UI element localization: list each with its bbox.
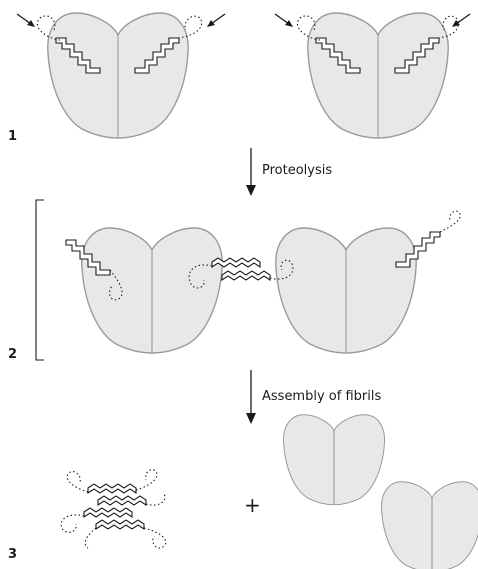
- step-arrow-proteolysis: [246, 148, 256, 196]
- native-protein-right: [308, 13, 448, 138]
- panel-number-1: 1: [8, 129, 17, 144]
- native-protein-left: [48, 13, 188, 138]
- remaining-protein-top: [283, 415, 384, 505]
- remaining-protein-bottom: [381, 482, 478, 569]
- step-label-proteolysis: Proteolysis: [262, 163, 332, 178]
- step-label-assembly: Assembly of fibrils: [262, 389, 381, 404]
- cleaved-protein-left: [82, 228, 222, 353]
- plus-sign: +: [244, 493, 261, 517]
- panel-number-2: 2: [8, 347, 17, 362]
- step-arrow-assembly: [246, 370, 256, 424]
- panel-2-bracket: [36, 200, 44, 360]
- panel-3: + 3: [8, 415, 478, 569]
- cleavage-arrow-4: [452, 14, 470, 27]
- cleavage-arrow-2: [207, 14, 225, 27]
- panel-1: 1: [8, 13, 470, 144]
- panel-2: 2: [8, 200, 460, 362]
- amyloid-fibril: [61, 470, 166, 549]
- cleaved-protein-right: [276, 228, 416, 353]
- cleavage-arrow-3: [275, 14, 293, 27]
- cleavage-arrow-1: [17, 14, 35, 27]
- panel-number-3: 3: [8, 547, 17, 562]
